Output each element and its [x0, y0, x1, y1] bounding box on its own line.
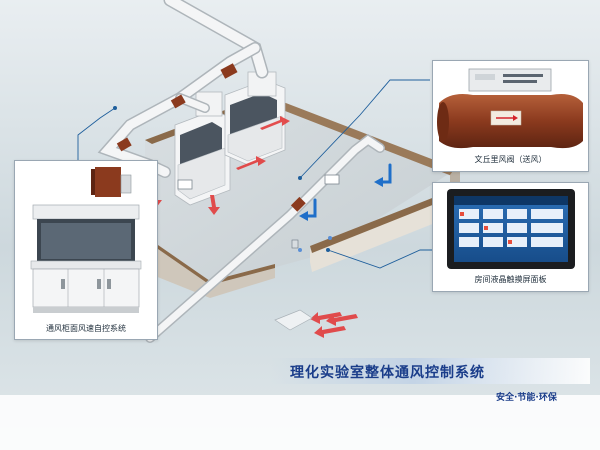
- wall-front-right: [310, 195, 455, 272]
- duct-valve-1: [220, 63, 238, 79]
- valve-label-plate: [475, 74, 495, 80]
- supply-arrowheads: [299, 177, 383, 221]
- hood-cabinet: [32, 268, 140, 308]
- caption-fume-hood-control: 通风柜面风速自控系统: [46, 324, 126, 333]
- wall-front-right-top: [310, 191, 455, 253]
- fume-hood-illustration: [15, 161, 157, 321]
- title-banner: [270, 358, 590, 384]
- airflow-dot-1: [298, 248, 302, 252]
- wall-front-left-top: [120, 226, 275, 285]
- supply-arrows: [303, 163, 392, 218]
- fume-hood-2: [224, 71, 286, 166]
- venturi-valve-illustration: [433, 61, 588, 153]
- diagram-slogan: 安全·节能·环保: [496, 393, 557, 403]
- duct-valve-supply: [290, 196, 306, 212]
- wall-back-right: [262, 95, 455, 176]
- callout-fume-hood-control: 通风柜面风速自控系统: [14, 160, 158, 340]
- airflow-dot-2: [328, 236, 332, 240]
- floor-grille: [274, 309, 313, 331]
- callout-touch-panel: 房间液晶触摸屏面板: [432, 182, 589, 292]
- panel-screen-widgets: [459, 209, 563, 247]
- room-sensor: [291, 239, 299, 249]
- connector-dots: [113, 106, 330, 252]
- duct-valve-2: [170, 94, 186, 109]
- caption-touch-panel: 房间液晶触摸屏面板: [474, 275, 547, 284]
- diagram-title: 理化实验室整体通风控制系统: [290, 365, 485, 381]
- bottom-band: [0, 395, 600, 450]
- callout-connectors: [77, 79, 432, 269]
- hood-exhaust-valve: [95, 167, 121, 197]
- caption-venturi-valve: 文丘里风阀（送风）: [474, 155, 547, 164]
- exhaust-arrows: [150, 116, 358, 338]
- diffuser-1: [177, 179, 193, 190]
- wall-front-left: [120, 230, 275, 298]
- duct-valve-3: [116, 137, 132, 152]
- callout-venturi-valve: 文丘里风阀（送风）: [432, 60, 589, 172]
- touch-panel-illustration: [433, 183, 588, 273]
- diffuser-2: [324, 174, 340, 185]
